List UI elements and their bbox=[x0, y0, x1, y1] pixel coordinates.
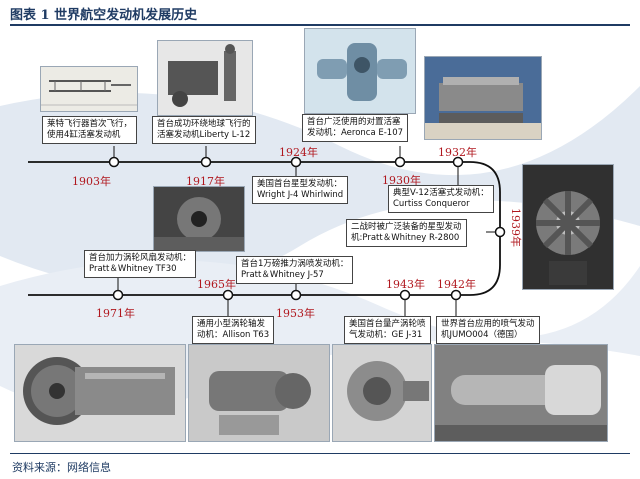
year-1932: 1932年 bbox=[438, 146, 477, 159]
event-label-1932: 典型V-12活塞式发动机：Curtiss Conqueror bbox=[388, 185, 494, 213]
timeline-node-1932年 bbox=[452, 156, 464, 168]
year-1903: 1903年 bbox=[72, 175, 111, 188]
year-1965: 1965年 bbox=[197, 278, 236, 291]
year-1924: 1924年 bbox=[279, 146, 318, 159]
year-1943: 1943年 bbox=[386, 278, 425, 291]
timeline-node-1943年 bbox=[399, 289, 411, 301]
event-label-1971: 首台加力涡轮风扇发动机：Pratt＆Whitney TF30 bbox=[84, 250, 197, 278]
figure-title: 图表 1 世界航空发动机发展历史 bbox=[10, 8, 198, 23]
jumo004-photo bbox=[434, 344, 608, 442]
event-label-1942: 世界首台应用的喷气发动机JUMO004（德国） bbox=[436, 316, 540, 344]
event-label-1965: 通用小型涡轮轴发动机：Allison T63 bbox=[192, 316, 275, 344]
wright-j4-photo bbox=[153, 186, 245, 252]
year-1953: 1953年 bbox=[276, 307, 315, 320]
aeronca-e107-photo bbox=[304, 28, 416, 114]
year-1942: 1942年 bbox=[437, 278, 476, 291]
year-1917: 1917年 bbox=[186, 175, 225, 188]
timeline-node-1917年 bbox=[200, 156, 212, 168]
year-1930: 1930年 bbox=[382, 174, 421, 187]
title-divider bbox=[10, 24, 630, 26]
curtiss-conqueror-photo bbox=[424, 56, 542, 140]
timeline-node-1930年 bbox=[394, 156, 406, 168]
liberty-l12-photo bbox=[157, 40, 253, 116]
wright-flyer-photo bbox=[40, 66, 138, 112]
event-label-1930: 首台广泛使用的对置活塞发动机：Aeronca E-107 bbox=[302, 114, 409, 142]
timeline-node-1939年 bbox=[494, 226, 506, 238]
year-1971: 1971年 bbox=[96, 307, 135, 320]
year-1939: 1939年 bbox=[509, 208, 522, 247]
event-label-1924: 美国首台星型发动机：Wright J-4 Whirlwind bbox=[252, 176, 349, 204]
event-label-1939: 二战时被广泛装备的星型发动机:Pratt＆Whitney R-2800 bbox=[346, 219, 467, 247]
timeline-node-1942年 bbox=[450, 289, 462, 301]
ge-j31-photo bbox=[332, 344, 432, 442]
event-label-1903: 莱特飞行器首次飞行，使用4缸活塞发动机 bbox=[42, 116, 138, 144]
timeline-node-1965年 bbox=[222, 289, 234, 301]
allison-t63-photo bbox=[188, 344, 330, 442]
timeline-node-1903年 bbox=[108, 156, 120, 168]
source-note: 资料来源：网络信息 bbox=[12, 461, 111, 474]
timeline-node-1971年 bbox=[112, 289, 124, 301]
event-label-1917: 首台成功环绕地球飞行的活塞发动机Liberty L-12 bbox=[152, 116, 256, 144]
event-label-1943: 美国首台量产涡轮喷气发动机：GE J-31 bbox=[344, 316, 431, 344]
tf30-photo bbox=[14, 344, 186, 442]
source-divider bbox=[10, 453, 630, 454]
timeline-node-1924年 bbox=[290, 156, 302, 168]
r2800-radial-photo bbox=[522, 164, 614, 290]
timeline-node-1953年 bbox=[290, 289, 302, 301]
event-label-1953: 首台1万磅推力涡喷发动机：Pratt＆Whitney J-57 bbox=[236, 256, 354, 284]
